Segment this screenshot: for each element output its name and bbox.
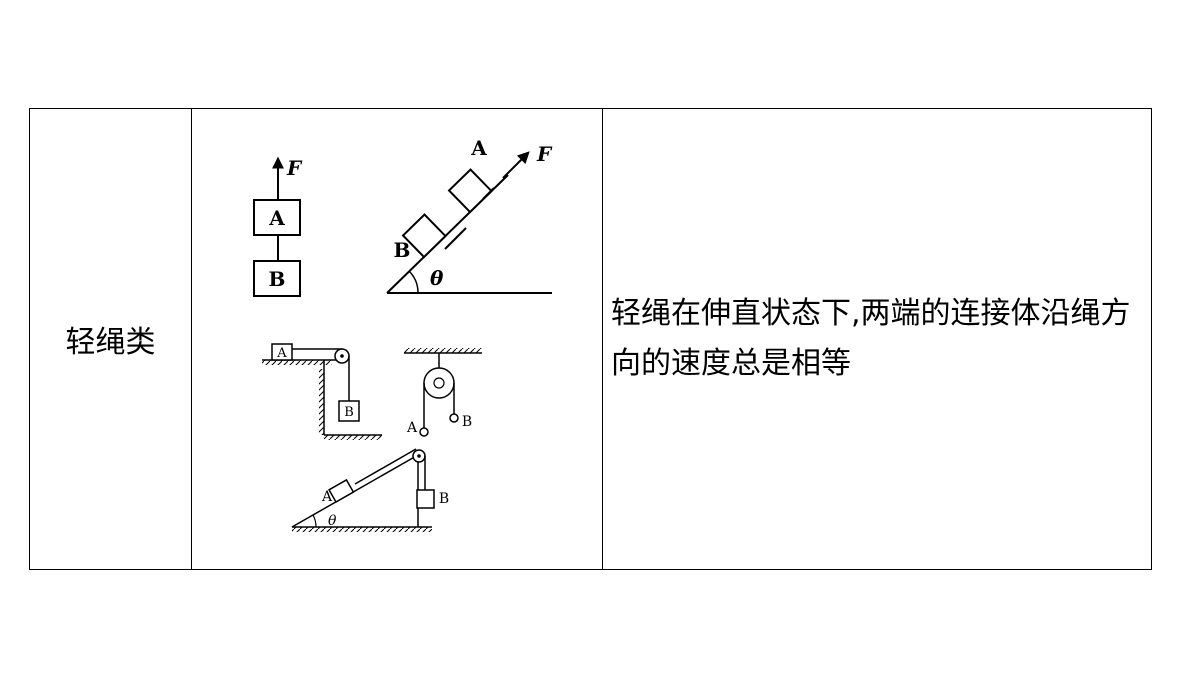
block-a-label: A [470, 136, 487, 160]
ground-hatch [292, 527, 432, 532]
angle-arc [312, 514, 317, 528]
mass-a [419, 427, 429, 437]
block-b-label: B [394, 238, 411, 262]
rope-incline [354, 448, 417, 485]
floor-hatch [324, 435, 382, 440]
ceiling-hatch [404, 348, 482, 353]
force-label: F [536, 142, 553, 166]
force-arrow [502, 151, 530, 179]
table-pulley-figure: A B [262, 343, 382, 440]
block-b [253, 260, 301, 297]
block-a-label: A [276, 346, 287, 361]
vertical-pull-figure: F A B [253, 156, 303, 297]
figure-cell: F A B θ [191, 108, 603, 570]
side-hatch [319, 369, 324, 435]
pulley-axle [417, 454, 421, 458]
block-b [401, 213, 447, 259]
block-a-label: A [268, 206, 285, 230]
table-row: 轻绳类 F A [29, 108, 1152, 570]
atwood-figure: A B [404, 348, 482, 437]
mass-a-label: A [406, 420, 418, 436]
block-b [338, 400, 360, 422]
table-hatch [262, 360, 332, 365]
rope-diagrams: F A B θ [253, 136, 553, 532]
description-text: 轻绳在伸直状态下,两端的连接体沿绳方向的速度总是相等 [611, 296, 1131, 381]
block-a [447, 168, 493, 214]
force-label: F [286, 156, 303, 180]
pulley-hub [433, 377, 445, 389]
category-cell: 轻绳类 [29, 108, 192, 570]
block-a [271, 343, 293, 361]
category-label: 轻绳类 [65, 325, 156, 360]
connecting-rope-2 [482, 187, 495, 200]
incline-pulley-figure: θ A B [291, 448, 449, 532]
mass-b [449, 413, 459, 423]
block-b-label: B [344, 405, 354, 420]
content-table: 轻绳类 F A [29, 108, 1152, 570]
angle-arc [408, 270, 419, 294]
angle-label: θ [328, 513, 337, 529]
block-a-label: A [321, 489, 333, 505]
block-a [328, 478, 355, 504]
incline-line [291, 454, 419, 528]
description-cell: 轻绳在伸直状态下,两端的连接体沿绳方向的速度总是相等 [602, 108, 1152, 570]
incline-pull-figure: θ F A B [386, 136, 553, 294]
block-b-label: B [269, 267, 286, 291]
connecting-rope [444, 227, 467, 250]
angle-label: θ [430, 266, 444, 290]
mass-b-label: B [462, 414, 472, 430]
block-b-label: B [439, 491, 449, 507]
pulley-axle [340, 354, 344, 358]
block-b [416, 489, 435, 509]
